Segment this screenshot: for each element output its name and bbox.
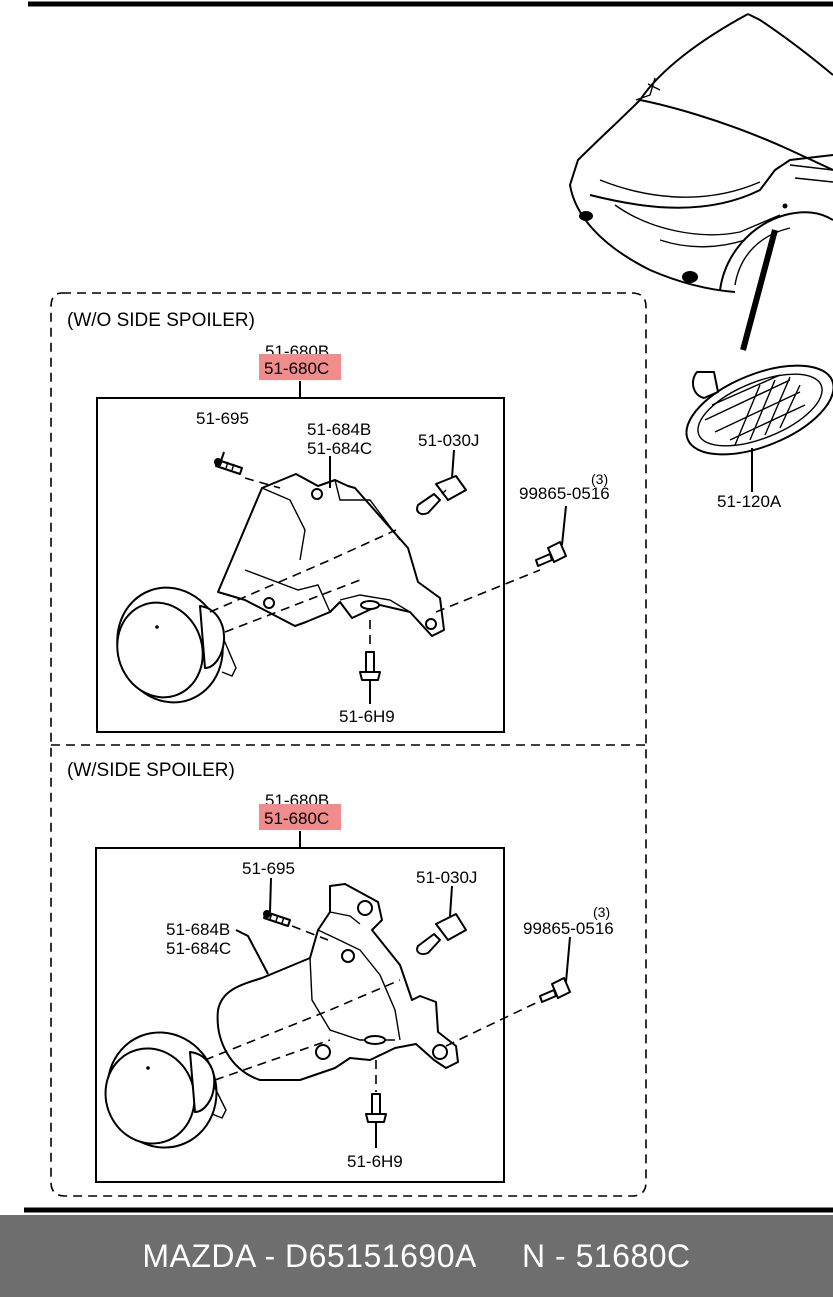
footer-part-text: MAZDA - D65151690A N - 51680C xyxy=(142,1237,691,1274)
screw-label: 51-695 xyxy=(196,409,249,428)
assembly-part-highlighted-label: 51-680C xyxy=(264,359,329,378)
clip-label: 51-6H9 xyxy=(347,1152,403,1171)
clip-label: 51-6H9 xyxy=(339,707,395,726)
bracket-label-a: 51-684B xyxy=(307,420,371,439)
bolt-qty-label: (3) xyxy=(591,471,608,487)
bolt-label: 99865-0516 xyxy=(519,484,610,503)
highlight-box xyxy=(259,804,341,830)
diagram-outer-frame xyxy=(50,292,647,1197)
section-without-side-spoiler: (W/O SIDE SPOILER) 51-680B 51-680C xyxy=(67,310,610,733)
bracket-label-b: 51-684C xyxy=(166,939,231,958)
side-lamp-part-label: 51-120A xyxy=(717,492,782,511)
bulb-label: 51-030J xyxy=(418,431,479,450)
parts-box xyxy=(95,847,505,1183)
bulb-label: 51-030J xyxy=(416,868,477,887)
side-marker-lamp xyxy=(685,364,833,492)
bolt-qty-label: (3) xyxy=(593,904,610,920)
bracket-label-b: 51-684C xyxy=(307,439,372,458)
highlight-box xyxy=(259,354,341,380)
section-title: (W/SIDE SPOILER) xyxy=(67,760,235,781)
car-front-illustration xyxy=(568,13,833,351)
parts-box xyxy=(96,397,505,733)
screw-label: 51-695 xyxy=(242,859,295,878)
part-number-footer: MAZDA - D65151690A N - 51680C xyxy=(0,1215,833,1297)
bolt-label: 99865-0516 xyxy=(523,919,614,938)
assembly-part-highlighted-label: 51-680C xyxy=(264,809,329,828)
section-with-side-spoiler: (W/SIDE SPOILER) 51-680B 51-680C xyxy=(67,760,614,1183)
bracket-label-a: 51-684B xyxy=(166,920,230,939)
section-title: (W/O SIDE SPOILER) xyxy=(67,310,255,331)
